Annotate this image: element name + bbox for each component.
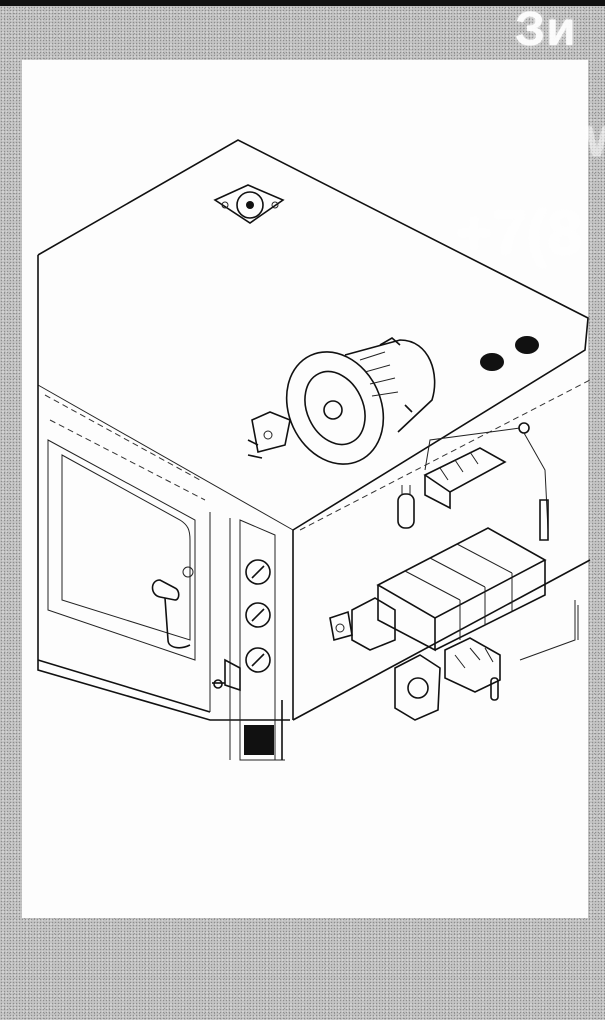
watermark-text: w bbox=[585, 104, 605, 169]
relay bbox=[329, 610, 353, 642]
control-panel bbox=[239, 519, 276, 761]
watermark-phone: +7(8 bbox=[456, 199, 582, 268]
blower-motor bbox=[285, 337, 436, 465]
watermark-brand: Зи bbox=[515, 3, 577, 56]
cabinet-top bbox=[37, 139, 589, 531]
terminal-block bbox=[423, 447, 507, 510]
solenoid-valve bbox=[247, 411, 291, 459]
door-handle bbox=[151, 566, 194, 649]
drawing-panel bbox=[22, 60, 588, 918]
drain-tap bbox=[212, 658, 241, 692]
cabinet-body bbox=[37, 379, 591, 761]
condenser-fan bbox=[213, 184, 285, 224]
control-knobs bbox=[245, 559, 271, 673]
display-window bbox=[244, 725, 274, 755]
top-border bbox=[0, 0, 605, 6]
chimney-holes bbox=[480, 336, 539, 371]
thermostat-probe bbox=[424, 422, 549, 541]
contactor-bank bbox=[351, 527, 547, 652]
oven-door bbox=[47, 439, 196, 661]
main-switch bbox=[394, 637, 501, 721]
fuse bbox=[490, 677, 499, 701]
capacitor bbox=[397, 485, 415, 529]
